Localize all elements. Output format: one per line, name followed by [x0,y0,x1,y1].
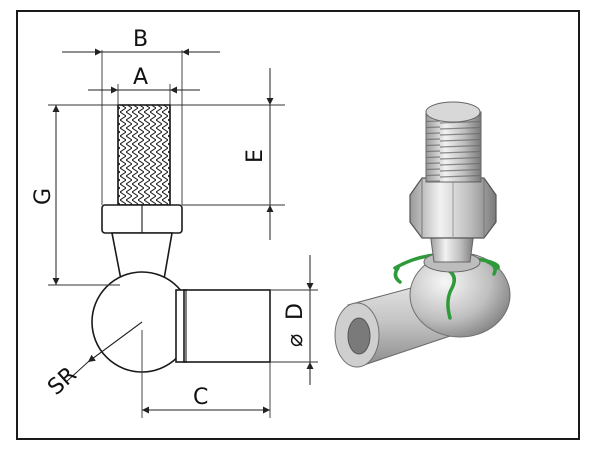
render-stud-top [425,101,481,123]
label-a: A [133,65,148,90]
drawing-frame [16,10,580,440]
label-diameter-symbol: ⌀ [283,334,308,347]
thread-pattern [118,105,170,205]
orthographic-view [91,104,271,373]
label-g: G [31,188,56,205]
label-b: B [133,27,148,52]
isometric-render [334,101,511,368]
dimensions [48,48,318,418]
render-socket-bore [347,317,371,355]
label-e: E [243,149,268,163]
socket-body [183,289,271,363]
label-sr: SR [43,362,81,400]
label-d: D [283,303,308,320]
label-c: C [193,385,208,410]
